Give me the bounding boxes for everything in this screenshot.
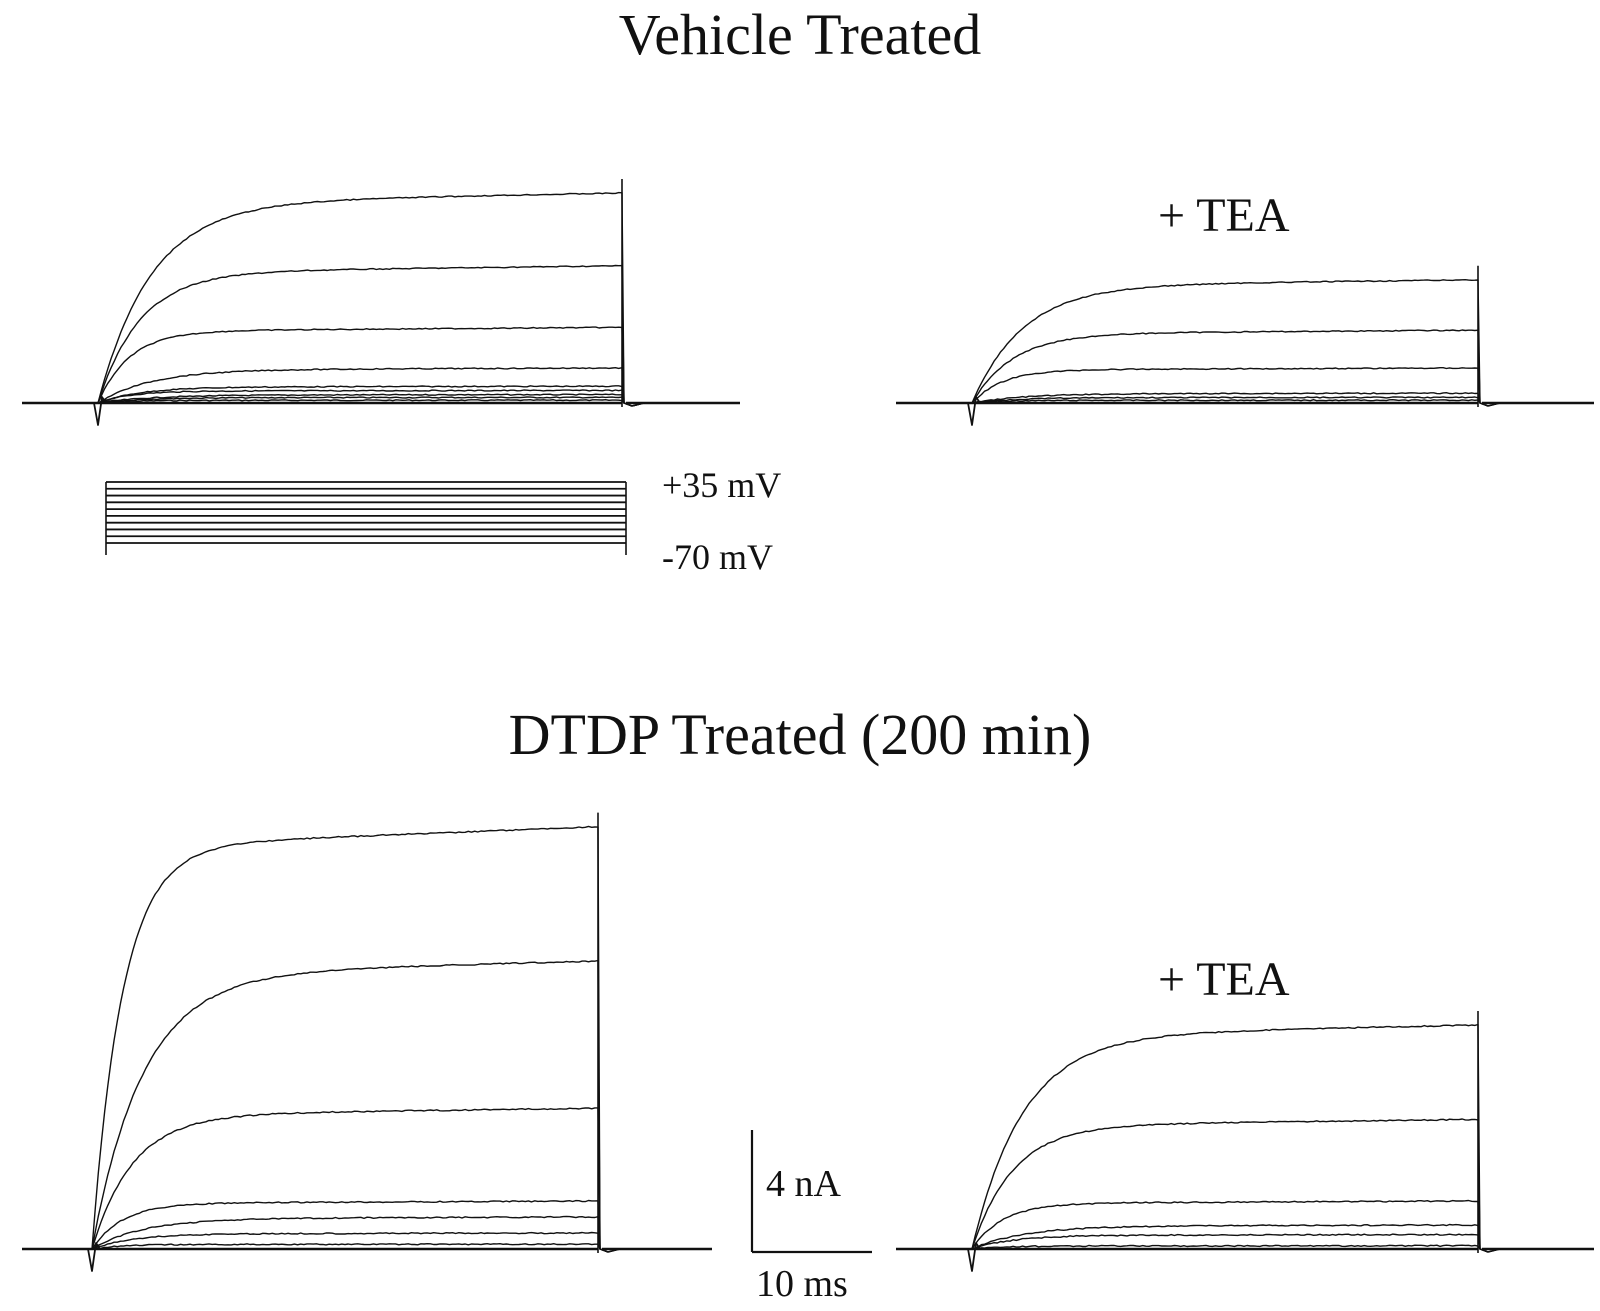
- scale-bar-time-label: 10 ms: [756, 1263, 848, 1305]
- current-trace: [97, 385, 645, 407]
- panel-title-dtdp: DTDP Treated (200 min): [508, 702, 1092, 767]
- onset-transient: [967, 1242, 981, 1272]
- current-trace: [97, 399, 645, 407]
- current-trace: [97, 367, 645, 407]
- current-trace: [971, 1118, 1501, 1253]
- current-trace: [971, 279, 1501, 407]
- current-trace: [971, 329, 1501, 407]
- current-trace: [91, 1215, 621, 1253]
- current-trace: [91, 1107, 621, 1253]
- tea-label-dtdp: + TEA: [1158, 953, 1290, 1006]
- voltage-top-label: +35 mV: [662, 465, 782, 505]
- current-trace: [971, 1244, 1501, 1253]
- current-trace: [97, 389, 645, 407]
- current-trace: [971, 1023, 1501, 1253]
- current-trace: [91, 1199, 621, 1253]
- current-trace: [97, 393, 645, 407]
- current-trace: [971, 392, 1501, 407]
- scale-bar-current-label: 4 nA: [766, 1163, 841, 1205]
- current-trace: [97, 326, 645, 407]
- current-trace: [971, 1223, 1501, 1253]
- panel-title-vehicle: Vehicle Treated: [618, 2, 982, 67]
- current-trace: [97, 264, 645, 407]
- current-trace: [972, 399, 1501, 407]
- current-trace: [971, 1233, 1501, 1253]
- current-trace: [971, 396, 1501, 407]
- voltage-bottom-label: -70 mV: [662, 537, 773, 577]
- current-trace: [91, 1243, 621, 1253]
- onset-transient: [967, 396, 981, 426]
- tea-label-vehicle: + TEA: [1158, 189, 1290, 242]
- current-trace: [91, 1231, 621, 1253]
- current-trace: [97, 191, 645, 407]
- current-trace: [91, 959, 621, 1253]
- current-trace: [971, 1199, 1501, 1253]
- current-trace: [971, 367, 1501, 407]
- current-trace: [91, 825, 621, 1253]
- current-trace: [97, 396, 645, 407]
